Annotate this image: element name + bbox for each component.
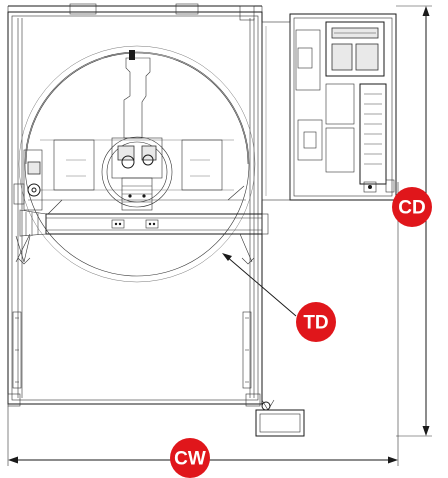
cw-badge: CW bbox=[170, 438, 210, 478]
cw-badge-circle bbox=[170, 438, 210, 478]
cd-badge-circle bbox=[392, 187, 432, 227]
support-legs bbox=[7, 233, 261, 407]
central-arm bbox=[111, 50, 163, 211]
cd-badge-label: CD bbox=[398, 198, 425, 219]
td-badge-label: TD bbox=[303, 313, 328, 334]
turntable bbox=[18, 45, 256, 283]
td-leader-line bbox=[222, 253, 297, 317]
cd-badge: CD bbox=[392, 187, 432, 227]
td-badge: TD bbox=[296, 302, 336, 342]
cabinet-frame bbox=[7, 3, 263, 405]
control-panel bbox=[261, 13, 397, 201]
cw-dimension-line bbox=[7, 182, 399, 466]
left-mechanism bbox=[13, 149, 245, 263]
motor-block bbox=[255, 399, 305, 437]
cw-badge-label: CW bbox=[174, 449, 206, 470]
td-badge-circle bbox=[296, 302, 336, 342]
carriage-beam bbox=[45, 213, 269, 235]
